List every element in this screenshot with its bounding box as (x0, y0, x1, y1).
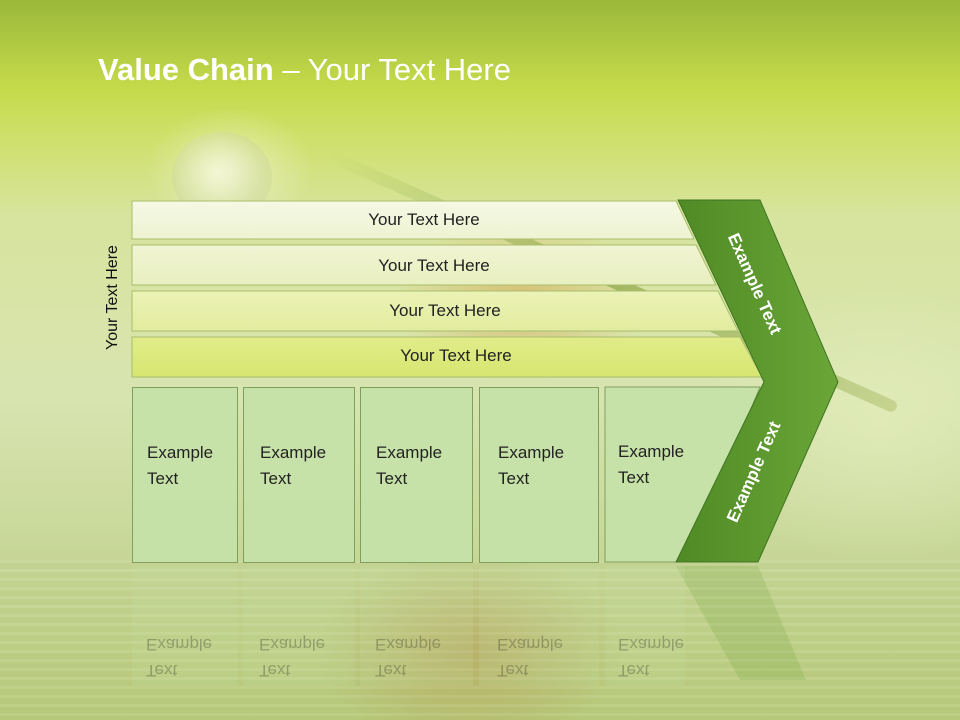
column-4[interactable]: Example Text (479, 387, 599, 563)
column-3-line2: Text (376, 469, 408, 488)
column-reflection-5 (605, 566, 685, 686)
chevron-reflection (676, 566, 806, 680)
bar-1[interactable]: Your Text Here (132, 201, 676, 239)
bar-3-label: Your Text Here (389, 301, 501, 320)
column-5[interactable]: Example Text (605, 387, 685, 563)
title-rest: – Your Text Here (273, 52, 511, 87)
column-2-line1: Example (260, 443, 327, 462)
bar-1-label: Your Text Here (368, 210, 480, 229)
column-reflection-2 (243, 566, 355, 686)
column-4-line1: Example (498, 443, 565, 462)
bar-shape-1 (131, 200, 695, 240)
column-3[interactable]: Example Text (360, 387, 473, 563)
bar-shape-3 (131, 290, 739, 332)
bar-shape-2 (131, 244, 717, 286)
column-reflection-4 (479, 566, 599, 686)
column-1-line1: Example (147, 443, 214, 462)
column-2-line2: Text (260, 469, 292, 488)
water-reflection-decoration (0, 560, 960, 720)
bar-3[interactable]: Your Text Here (132, 292, 718, 330)
column-2[interactable]: Example Text (243, 387, 355, 563)
slide-title: Value Chain – Your Text Here (98, 52, 511, 88)
bar-4-label: Your Text Here (400, 346, 512, 365)
column-5-line1: Example (618, 442, 685, 461)
chevron-shape (675, 199, 839, 563)
column-1-line2: Text (147, 469, 179, 488)
column-4-line2: Text (498, 469, 530, 488)
column-reflection-3 (360, 566, 473, 686)
column-reflection-1 (132, 566, 238, 686)
bar-2[interactable]: Your Text Here (132, 247, 696, 285)
title-bold: Value Chain (98, 52, 274, 87)
bar-4[interactable]: Your Text Here (132, 337, 740, 375)
column-1[interactable]: Example Text (132, 387, 238, 563)
bar-2-label: Your Text Here (378, 256, 490, 275)
column-3-line1: Example (376, 443, 443, 462)
column-5-line2: Text (618, 468, 650, 487)
